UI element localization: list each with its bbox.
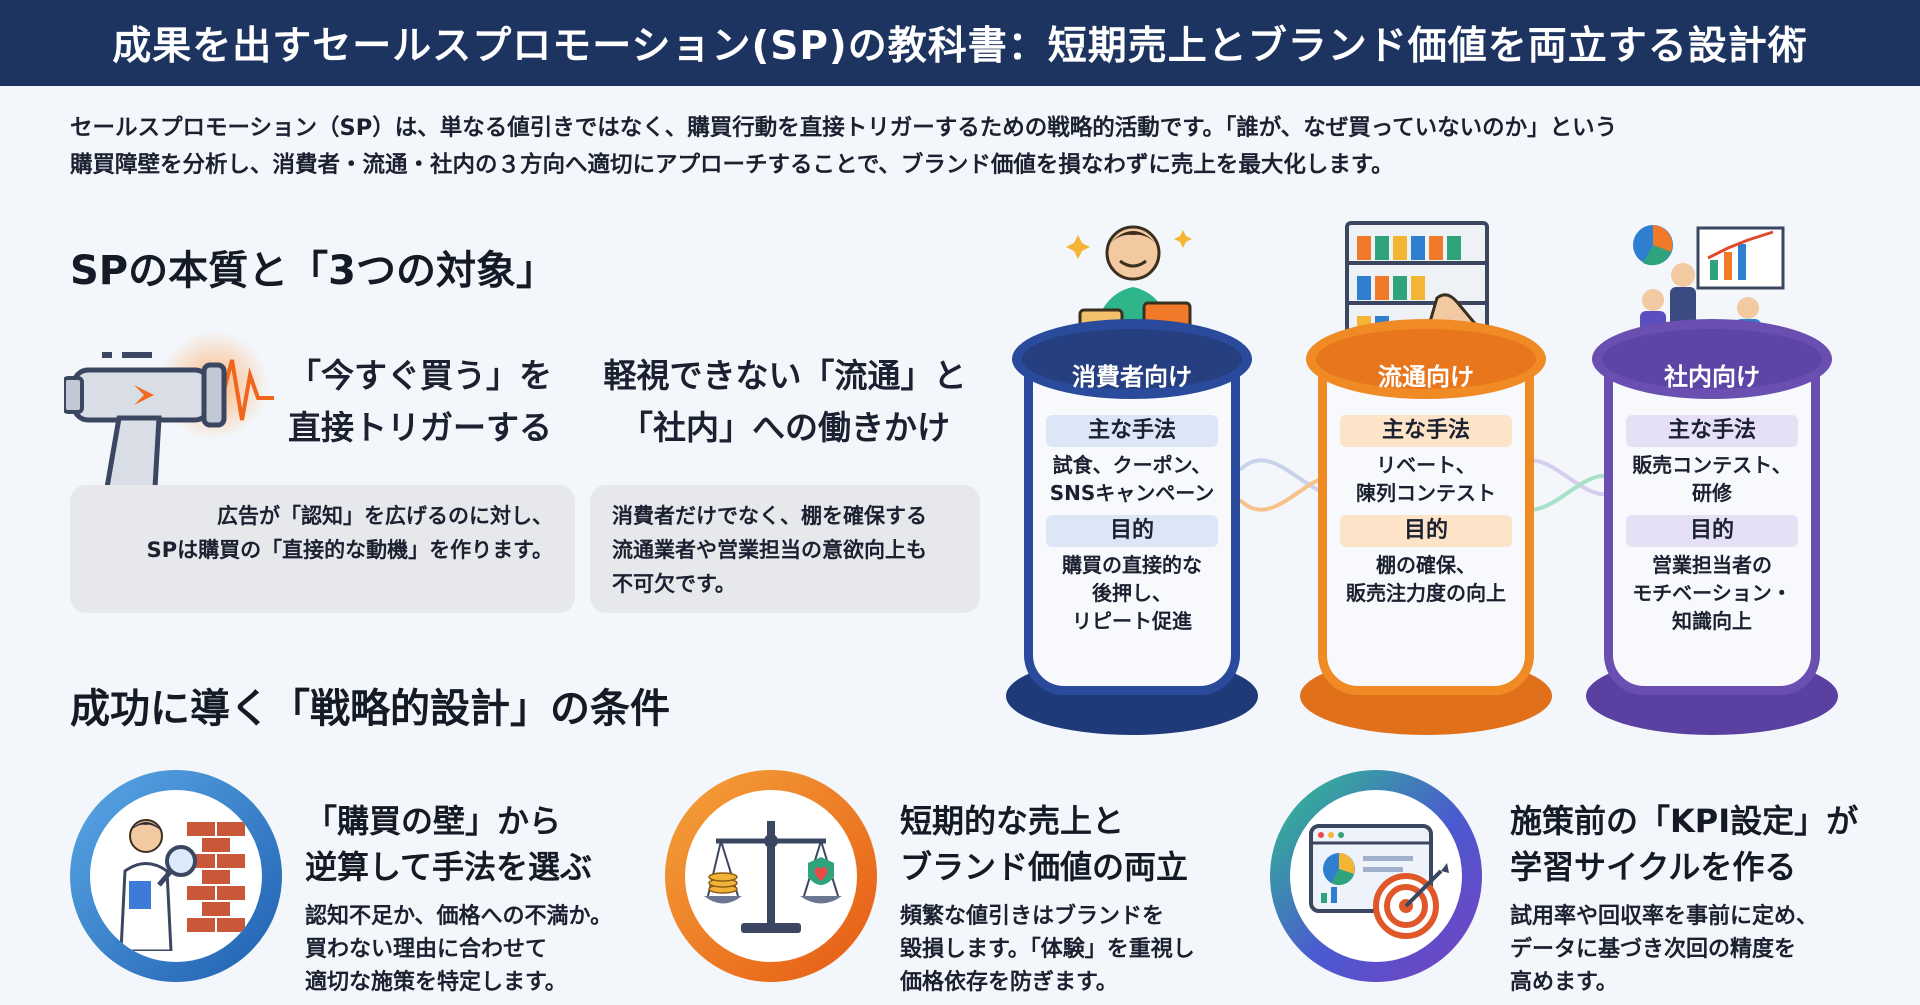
target-cylinder-consumer: 消費者向け 主な手法 試食、クーポン、 SNSキャンペーン 目的 購買の直接的な… [1006,319,1258,735]
feature-trigger-title-line-1: 「今すぐ買う」を [288,356,552,395]
bottom-item-3-desc-line-1: 試用率や回収率を事前に定め、 [1510,904,1819,929]
target-internal-purpose-line-3: 知識向上 [1672,609,1752,633]
bottom-item-2-title-line-1: 短期的な売上と [900,802,1125,840]
target-consumer-method-label: 主な手法 [1046,415,1218,447]
feature-channel-desc-line-3: 不可欠です。 [612,572,736,596]
feature-trigger-title: 「今すぐ買う」を 直接トリガーする [270,350,570,454]
target-retail-purpose-line-2: 販売注力度の向上 [1346,581,1506,605]
feature-trigger-desc-line-2: SPは購買の「直接的な動機」を作ります。 [146,538,553,562]
feature-channel-title-line-1: 軽視できない「流通」と [603,356,967,395]
feature-trigger-title-line-2: 直接トリガーする [288,408,552,447]
target-cylinder-retail: 流通向け 主な手法 リベート、 陳列コンテスト 目的 棚の確保、 販売注力度の向… [1300,319,1552,735]
target-internal-label: 社内向け [1664,363,1760,391]
bottom-item-3-desc-line-2: データに基づき次回の精度を [1510,937,1797,962]
target-retail-purpose-line-1: 棚の確保、 [1376,553,1476,577]
bottom-item-2-desc: 頻繁な値引きはブランドを 毀損します。「体験」を重視し 価格依存を防ぎます。 [900,900,1195,999]
target-internal-method-line-1: 販売コンテスト、 [1632,453,1792,477]
researcher-brick-wall-icon [90,790,262,962]
target-consumer-purpose-line-3: リピート促進 [1072,609,1192,633]
feature-channel-card: 消費者だけでなく、棚を確保する 流通業者や営業担当の意欲向上も 不可欠です。 [590,485,980,613]
intro-text: セールスプロモーション（SP）は、単なる値引きではなく、購買行動を直接トリガーす… [70,110,1850,184]
bottom-item-3-title-line-2: 学習サイクルを作る [1510,848,1797,886]
bottom-item-3-desc: 試用率や回収率を事前に定め、 データに基づき次回の精度を 高めます。 [1510,900,1818,999]
feature-channel-desc-line-2: 流通業者や営業担当の意欲向上も [612,538,927,562]
target-internal-method-line-2: 研修 [1692,481,1732,505]
feature-channel-title: 軽視できない「流通」と 「社内」への働きかけ [595,350,975,454]
target-internal-purpose-line-1: 営業担当者の [1652,553,1772,577]
feature-trigger-desc-line-1: 広告が「認知」を広げるのに対し、 [217,504,553,528]
section-title-sp-essence: SPの本質と「3つの対象」 [70,248,556,294]
bottom-item-2-title-line-2: ブランド価値の両立 [900,848,1189,886]
target-retail-label: 流通向け [1378,363,1474,391]
target-internal-purpose-label: 目的 [1626,515,1798,547]
balance-scale-icon [685,790,857,962]
bottom-item-2-title: 短期的な売上と ブランド価値の両立 [900,798,1188,890]
intro-line-1: セールスプロモーション（SP）は、単なる値引きではなく、購買行動を直接トリガーす… [70,115,1618,141]
target-internal-purpose-line-2: モチベーション・ [1632,581,1792,605]
page-title: 成果を出すセールスプロモーション(SP)の教科書：短期売上とブランド価値を両立す… [112,24,1808,69]
bottom-item-1-ring [70,770,282,982]
target-consumer-purpose-line-2: 後押し、 [1092,581,1172,605]
target-retail-method-line-2: 陳列コンテスト [1356,481,1496,505]
page-header: 成果を出すセールスプロモーション(SP)の教科書：短期売上とブランド価値を両立す… [0,0,1920,86]
target-cylinder-internal: 社内向け 主な手法 販売コンテスト、 研修 目的 営業担当者の モチベーション・… [1586,319,1838,735]
feature-channel-desc-line-1: 消費者だけでなく、棚を確保する [612,504,927,528]
intro-line-2: 購買障壁を分析し、消費者・流通・社内の３方向へ適切にアプローチすることで、ブラン… [70,152,1394,178]
target-consumer-content: 主な手法 試食、クーポン、 SNSキャンペーン 目的 購買の直接的な 後押し、 … [1034,415,1230,643]
target-consumer-method-line-1: 試食、クーポン、 [1052,453,1212,477]
bottom-item-2-ring [665,770,877,982]
feature-channel-title-line-2: 「社内」への働きかけ [620,408,950,447]
feature-trigger-card: 広告が「認知」を広げるのに対し、 SPは購買の「直接的な動機」を作ります。 [70,485,575,613]
bottom-item-1-desc-line-3: 適切な施策を特定します。 [305,970,567,995]
bottom-item-3-desc-line-3: 高めます。 [1510,970,1618,995]
section-title-strategic-design: 成功に導く「戦略的設計」の条件 [70,686,670,732]
target-consumer-label: 消費者向け [1072,363,1192,391]
bottom-item-1-title-line-2: 逆算して手法を選ぶ [305,848,593,886]
bottom-item-2-desc-line-3: 価格依存を防ぎます。 [900,970,1118,995]
target-consumer-purpose-line-1: 購買の直接的な [1062,553,1202,577]
bottom-item-1-desc: 認知不足か、価格への不満か。 買わない理由に合わせて 適切な施策を特定します。 [305,900,612,999]
kpi-target-icon [1290,790,1462,962]
target-retail-content: 主な手法 リベート、 陳列コンテスト 目的 棚の確保、 販売注力度の向上 [1328,415,1524,615]
bottom-item-3-title-line-1: 施策前の「KPI設定」が [1510,802,1859,840]
target-retail-method-label: 主な手法 [1340,415,1512,447]
bottom-item-3-ring [1270,770,1482,982]
target-retail-method-line-1: リベート、 [1376,453,1476,477]
target-retail-purpose-label: 目的 [1340,515,1512,547]
target-consumer-method-line-2: SNSキャンペーン [1049,481,1215,505]
target-internal-content: 主な手法 販売コンテスト、 研修 目的 営業担当者の モチベーション・ 知識向上 [1614,415,1810,643]
bottom-item-1-desc-line-1: 認知不足か、価格への不満か。 [305,904,613,929]
target-consumer-purpose-label: 目的 [1046,515,1218,547]
bottom-item-1-title-line-1: 「購買の壁」から [305,802,562,840]
bottom-item-1-desc-line-2: 買わない理由に合わせて [305,937,548,962]
bottom-item-2-desc-line-2: 毀損します。「体験」を重視し [900,937,1195,962]
bottom-item-3-title: 施策前の「KPI設定」が 学習サイクルを作る [1510,798,1858,890]
bottom-item-1-title: 「購買の壁」から 逆算して手法を選ぶ [305,798,592,890]
target-internal-method-label: 主な手法 [1626,415,1798,447]
bottom-item-2-desc-line-1: 頻繁な値引きはブランドを [900,904,1165,929]
